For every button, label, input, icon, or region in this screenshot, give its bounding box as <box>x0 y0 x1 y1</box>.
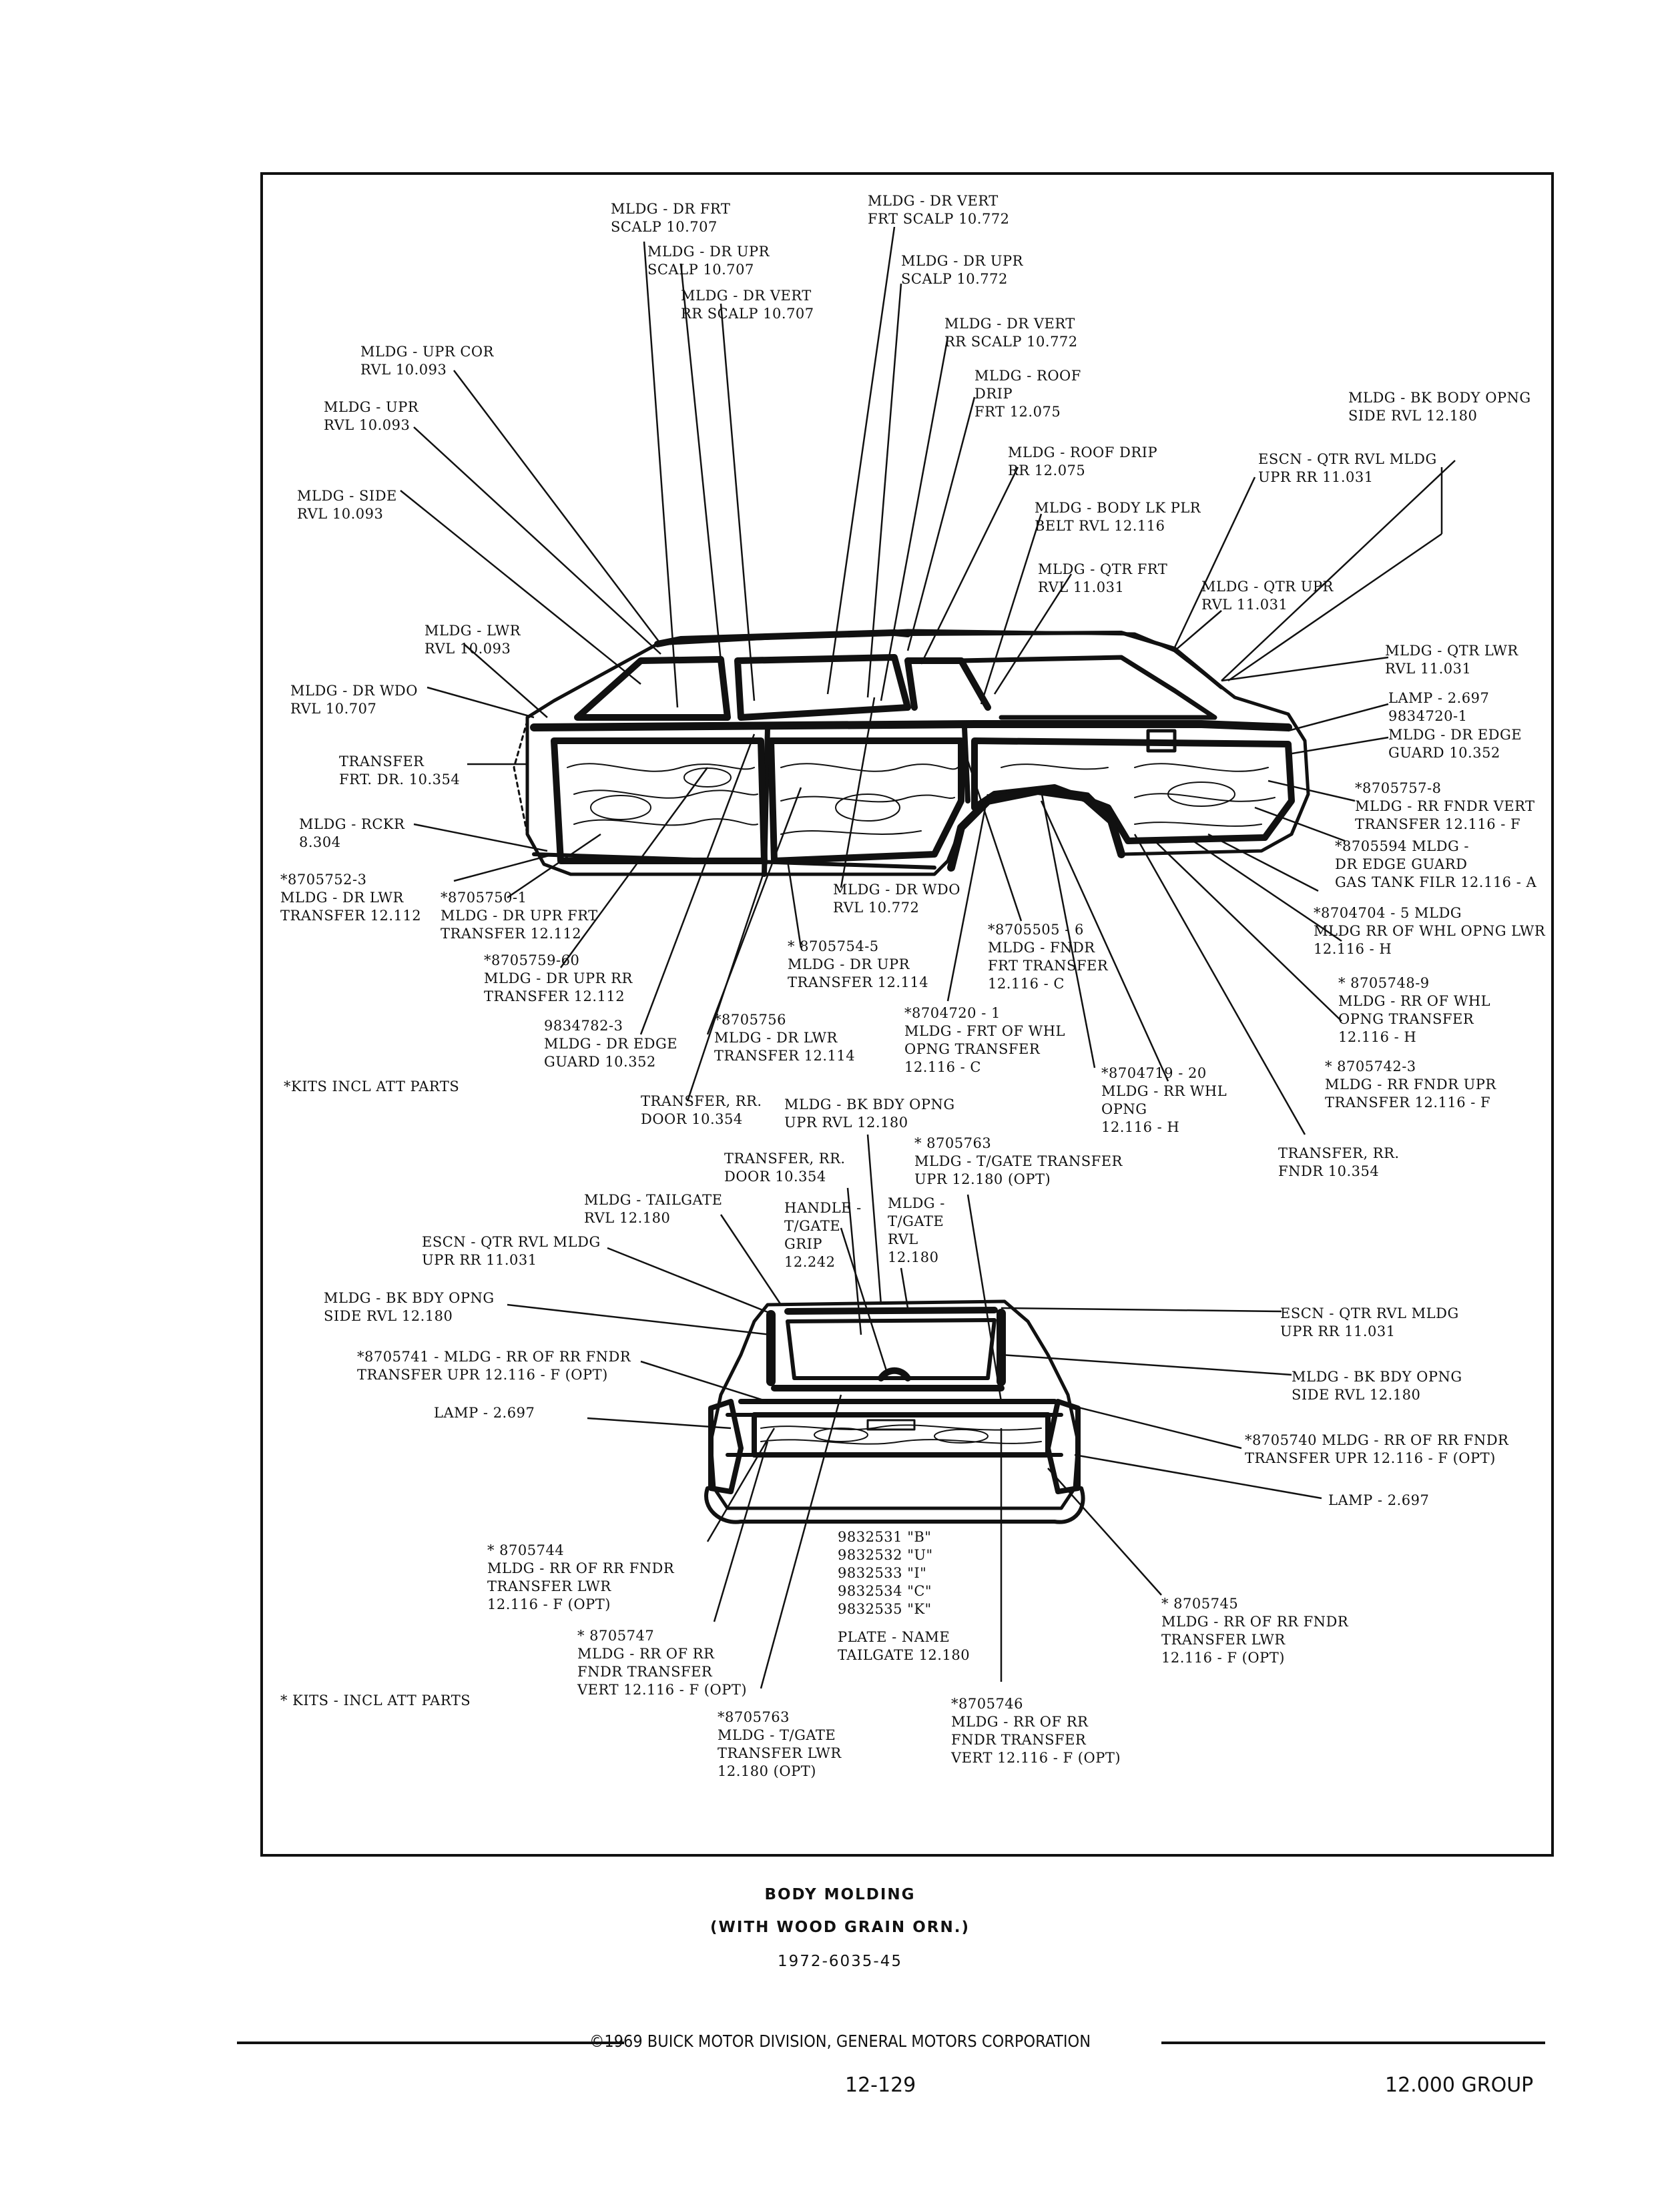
label-8705750: *8705750-1 MLDG - DR UPR FRT TRANSFER 12… <box>441 890 598 942</box>
label-8705756: *8705756 MLDG - DR LWR TRANSFER 12.114 <box>714 1012 856 1064</box>
label-lwr-rvl: MLDG - LWR RVL 10.093 <box>425 623 521 657</box>
label-dr-edge-guard-352: MLDG - DR EDGE GUARD 10.352 <box>1388 727 1522 761</box>
label-8705752: *8705752-3 MLDG - DR LWR TRANSFER 12.112 <box>280 872 422 924</box>
label-bk-bdy-opng-rear-l: MLDG - BK BDY OPNG SIDE RVL 12.180 <box>324 1290 495 1324</box>
label-dr-vert-frt-scalp: MLDG - DR VERT FRT SCALP 10.772 <box>868 193 1010 227</box>
label-8705763-lwr: *8705763 MLDG - T/GATE TRANSFER LWR 12.1… <box>718 1709 842 1779</box>
label-qtr-frt: MLDG - QTR FRT RVL 11.031 <box>1038 561 1168 595</box>
label-8705744: * 8705744 MLDG - RR OF RR FNDR TRANSFER … <box>487 1542 675 1612</box>
label-bk-bdy-opng-upr: MLDG - BK BDY OPNG UPR RVL 12.180 <box>784 1096 955 1131</box>
label-9834782: 9834782-3 MLDG - DR EDGE GUARD 10.352 <box>544 1018 678 1070</box>
label-8705747: * 8705747 MLDG - RR OF RR FNDR TRANSFER … <box>577 1628 748 1698</box>
label-dr-frt-scalp: MLDG - DR FRT SCALP 10.707 <box>611 201 731 235</box>
label-escn-qtr-rear-l: ESCN - QTR RVL MLDG UPR RR 11.031 <box>422 1234 601 1268</box>
side-view-car <box>513 629 1310 877</box>
label-8705742: * 8705742-3 MLDG - RR FNDR UPR TRANSFER … <box>1325 1058 1496 1111</box>
label-8705748: * 8705748-9 MLDG - RR OF WHL OPNG TRANSF… <box>1338 975 1491 1045</box>
label-lamp-rear-l: LAMP - 2.697 <box>434 1405 535 1421</box>
page-number: 12-129 <box>845 2074 916 2097</box>
label-8705754: * 8705754-5 MLDG - DR UPR TRANSFER 12.11… <box>788 938 929 990</box>
label-rckr: MLDG - RCKR 8.304 <box>299 816 405 850</box>
label-nameplate-parts: 9832531 "B" 9832532 "U" 9832533 "I" 9832… <box>838 1529 933 1617</box>
label-transfer-frt-dr: TRANSFER FRT. DR. 10.354 <box>339 753 461 788</box>
label-dr-upr-scalp: MLDG - DR UPR SCALP 10.707 <box>647 244 770 278</box>
label-lamp-rear-r: LAMP - 2.697 <box>1328 1492 1430 1508</box>
label-tailgate-rvl: MLDG - TAILGATE RVL 12.180 <box>584 1192 723 1226</box>
label-lamp-top: LAMP - 2.697 9834720-1 <box>1388 690 1490 724</box>
diagram-frame <box>260 172 1554 1857</box>
label-escn-qtr-rear-r: ESCN - QTR RVL MLDG UPR RR 11.031 <box>1280 1305 1459 1339</box>
label-8705759: *8705759-60 MLDG - DR UPR RR TRANSFER 12… <box>484 952 633 1004</box>
label-8704704: *8704704 - 5 MLDG MLDG RR OF WHL OPNG LW… <box>1314 905 1546 957</box>
copyright-notice: ©1969 BUICK MOTOR DIVISION, GENERAL MOTO… <box>589 2031 1091 2051</box>
label-upr-rvl: MLDG - UPR RVL 10.093 <box>324 399 419 433</box>
label-8705740: *8705740 MLDG - RR OF RR FNDR TRANSFER U… <box>1245 1432 1509 1466</box>
label-transfer-rr-door-b: TRANSFER, RR. DOOR 10.354 <box>724 1151 846 1185</box>
label-kits-bottom: * KITS - INCL ATT PARTS <box>280 1692 471 1708</box>
label-bk-bdy-opng-rear-r: MLDG - BK BDY OPNG SIDE RVL 12.180 <box>1292 1369 1462 1403</box>
label-8704720: *8704720 - 1 MLDG - FRT OF WHL OPNG TRAN… <box>904 1005 1066 1075</box>
label-dr-wdo-772: MLDG - DR WDO RVL 10.772 <box>833 882 960 916</box>
label-8705741: *8705741 - MLDG - RR OF RR FNDR TRANSFER… <box>357 1349 631 1383</box>
label-8705746: *8705746 MLDG - RR OF RR FNDR TRANSFER V… <box>951 1696 1121 1766</box>
label-8705757: *8705757-8 MLDG - RR FNDR VERT TRANSFER … <box>1355 780 1535 832</box>
leader-lines <box>400 226 1456 1689</box>
label-dr-vert-rr-scalp-772: MLDG - DR VERT RR SCALP 10.772 <box>944 316 1078 350</box>
label-bk-body-opng-side: MLDG - BK BODY OPNG SIDE RVL 12.180 <box>1348 390 1531 424</box>
label-qtr-upr: MLDG - QTR UPR RVL 11.031 <box>1201 579 1334 613</box>
footer-rule-left <box>237 2042 624 2044</box>
group-label: 12.000 GROUP <box>1385 2074 1534 2097</box>
label-transfer-rr-fndr: TRANSFER, RR. FNDR 10.354 <box>1278 1145 1400 1179</box>
label-roof-drip-rr: MLDG - ROOF DRIP RR 12.075 <box>1008 444 1158 479</box>
label-plate-name: PLATE - NAME TAILGATE 12.180 <box>838 1629 970 1663</box>
label-8705505: *8705505 - 6 MLDG - FNDR FRT TRANSFER 12… <box>988 922 1109 992</box>
caption-subtitle: (WITH WOOD GRAIN ORN.) <box>710 1919 970 1936</box>
label-dr-upr-scalp-772: MLDG - DR UPR SCALP 10.772 <box>901 253 1023 287</box>
label-handle-grip: HANDLE - T/GATE GRIP 12.242 <box>784 1200 862 1270</box>
footer-rule-right <box>1161 2042 1545 2044</box>
label-kits-top: *KITS INCL ATT PARTS <box>284 1078 460 1094</box>
label-8705745: * 8705745 MLDG - RR OF RR FNDR TRANSFER … <box>1161 1596 1349 1666</box>
caption-title: BODY MOLDING <box>764 1886 916 1903</box>
label-body-lk-plr: MLDG - BODY LK PLR BELT RVL 12.116 <box>1035 500 1201 534</box>
label-upr-cor: MLDG - UPR COR RVL 10.093 <box>360 344 494 378</box>
label-escn-qtr-top: ESCN - QTR RVL MLDG UPR RR 11.031 <box>1258 451 1437 485</box>
label-side-rvl: MLDG - SIDE RVL 10.093 <box>297 488 397 522</box>
label-8704719: *8704719 - 20 MLDG - RR WHL OPNG 12.116 … <box>1101 1065 1227 1135</box>
label-dr-wdo-707: MLDG - DR WDO RVL 10.707 <box>290 683 418 717</box>
label-dr-vert-rr-scalp: MLDG - DR VERT RR SCALP 10.707 <box>681 288 814 322</box>
label-transfer-rr-door-a: TRANSFER, RR. DOOR 10.354 <box>641 1093 762 1127</box>
label-tgate-rvl: MLDG - T/GATE RVL 12.180 <box>888 1195 945 1265</box>
caption-code: 1972-6035-45 <box>778 1953 902 1970</box>
label-roof-drip-frt: MLDG - ROOF DRIP FRT 12.075 <box>974 368 1081 420</box>
label-8705763-upr: * 8705763 MLDG - T/GATE TRANSFER UPR 12.… <box>914 1135 1123 1187</box>
label-qtr-lwr: MLDG - QTR LWR RVL 11.031 <box>1385 643 1518 677</box>
label-8705594: *8705594 MLDG - DR EDGE GUARD GAS TANK F… <box>1335 838 1537 890</box>
